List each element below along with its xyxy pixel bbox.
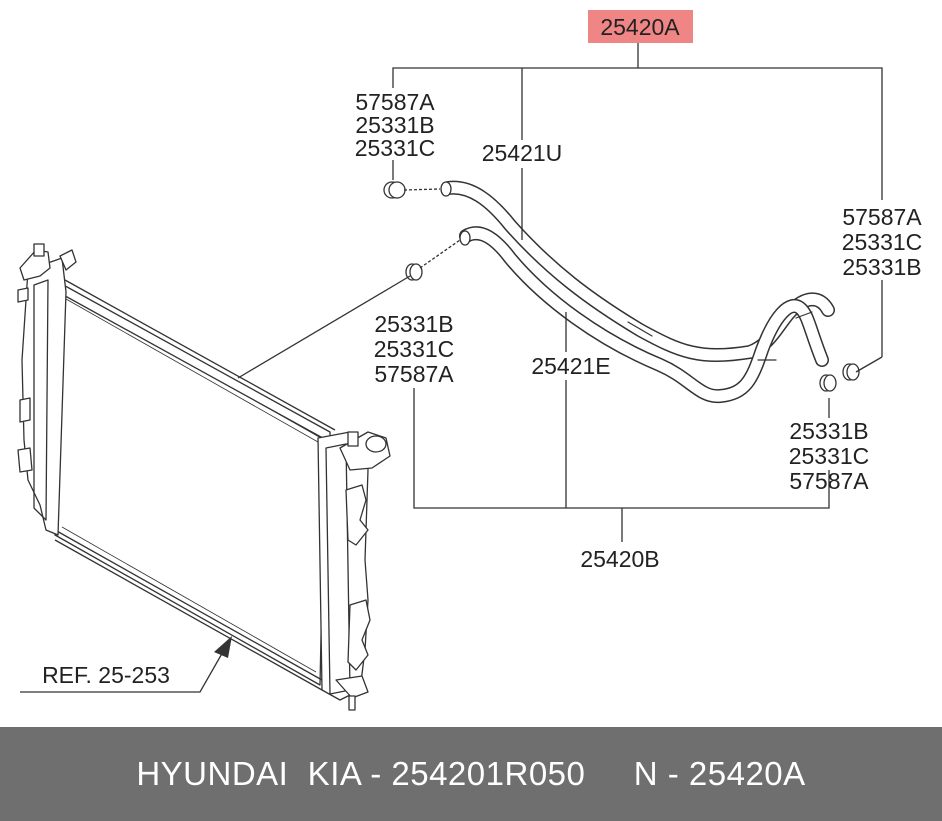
- svg-text:25331C: 25331C: [355, 135, 436, 161]
- svg-text:25331B: 25331B: [842, 254, 921, 280]
- callout-top-left: 57587A 25331B 25331C: [355, 89, 436, 161]
- hose-assembly: [440, 180, 835, 404]
- cooling-hose-diagram: 25420A 57587A 25331B 25331C 25421U 57587…: [17, 10, 923, 711]
- ref-arrow-icon: [214, 636, 232, 658]
- hose-clamps: [383, 181, 860, 392]
- svg-text:57587A: 57587A: [789, 468, 869, 494]
- svg-text:25331B: 25331B: [374, 311, 453, 337]
- clamp-icon: [405, 239, 461, 281]
- radiator-left-tank: [21, 257, 67, 536]
- svg-text:25331C: 25331C: [374, 336, 455, 362]
- footer-part-number-text: HYUNDAI KIA - 254201R050 N - 25420A: [136, 755, 806, 792]
- label-sub-assembly: 25420B: [580, 546, 659, 572]
- main-assembly-highlight: [588, 10, 693, 43]
- clamp-icon: [819, 374, 837, 392]
- svg-text:57587A: 57587A: [374, 361, 454, 387]
- clamp-icon: [383, 181, 441, 199]
- svg-text:57587A: 57587A: [355, 89, 435, 115]
- hose-lower-25421e: [459, 226, 829, 404]
- callout-right-lower: 25331B 25331C 57587A: [789, 418, 870, 494]
- label-ref: REF. 25-253: [42, 662, 170, 688]
- svg-text:25331C: 25331C: [842, 229, 923, 255]
- clamp-icon: [842, 363, 860, 381]
- leader-lines: [20, 40, 883, 693]
- label-main-assembly: 25420A: [600, 14, 680, 40]
- callout-right-upper: 57587A 25331C 25331B: [842, 204, 923, 280]
- svg-text:25331C: 25331C: [789, 443, 870, 469]
- callout-mid-left: 25331B 25331C 57587A: [374, 311, 455, 387]
- radiator-drawing: [17, 243, 391, 711]
- part-number-footer: HYUNDAI KIA - 254201R050 N - 25420A: [0, 727, 942, 821]
- svg-text:25331B: 25331B: [355, 112, 434, 138]
- svg-text:25331B: 25331B: [789, 418, 868, 444]
- label-hose-upper: 25421U: [482, 140, 563, 166]
- label-hose-lower: 25421E: [531, 353, 610, 379]
- svg-text:57587A: 57587A: [842, 204, 922, 230]
